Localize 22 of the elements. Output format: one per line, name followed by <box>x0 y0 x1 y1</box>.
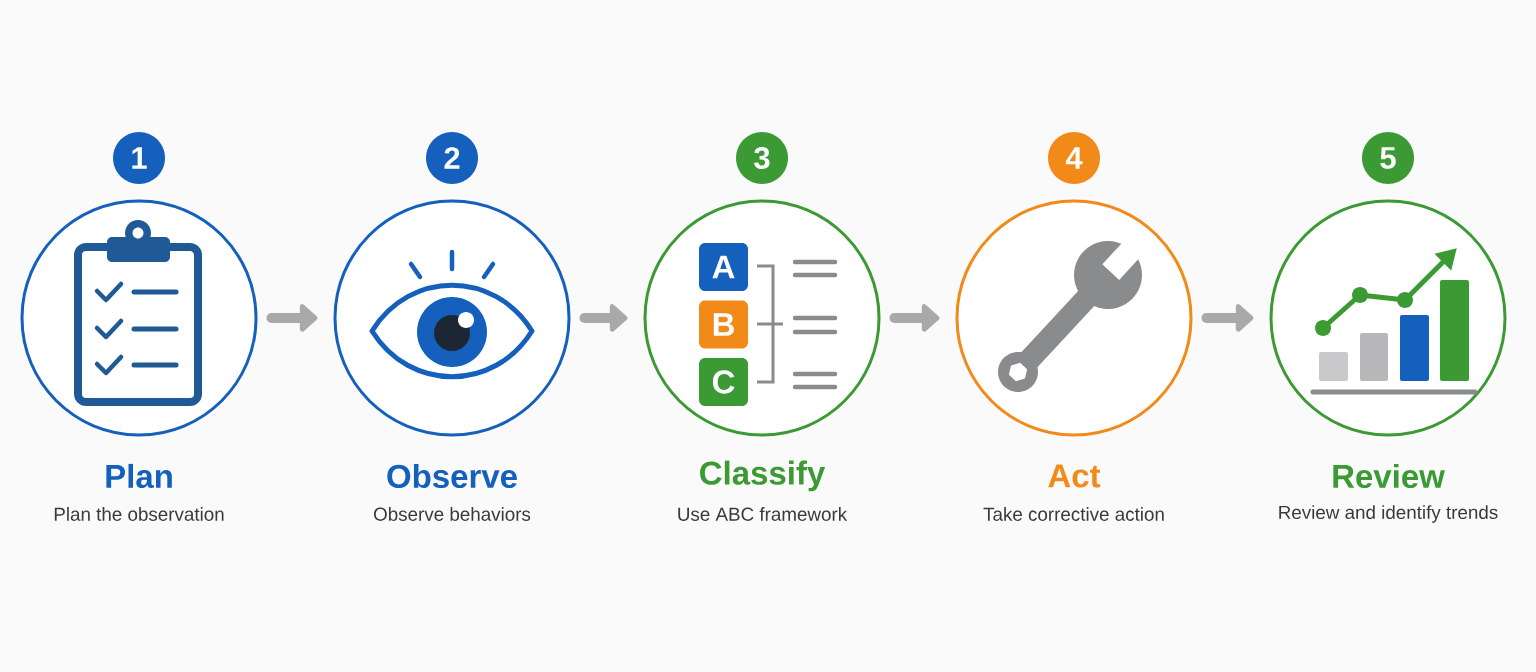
arrow <box>579 304 628 332</box>
arrow <box>266 304 318 332</box>
number-badge: 3 <box>736 132 788 184</box>
letter-tile: C <box>699 358 748 406</box>
step-description: Review and identify trends <box>1279 505 1498 523</box>
step-description: Plan the observation <box>54 507 224 521</box>
arrow <box>889 304 940 332</box>
number-badge: 4 <box>1048 132 1100 184</box>
arrow <box>1201 304 1254 332</box>
letter-tile: B <box>699 300 748 349</box>
step-title: Observe <box>387 463 517 489</box>
step-description: Take corrective action <box>983 507 1164 521</box>
number-badge: 5 <box>1362 132 1414 184</box>
number-badge: 2 <box>426 132 478 184</box>
step-title: Plan <box>106 463 172 489</box>
step-description: Observe behaviors <box>374 507 531 521</box>
step-title: Review <box>1333 463 1445 489</box>
step-title: Act <box>1048 464 1101 488</box>
number-badge: 1 <box>113 132 165 184</box>
letter-tile: A <box>699 243 748 291</box>
step-description: Use ABC framework <box>678 507 848 521</box>
step-title: Classify <box>700 460 826 492</box>
